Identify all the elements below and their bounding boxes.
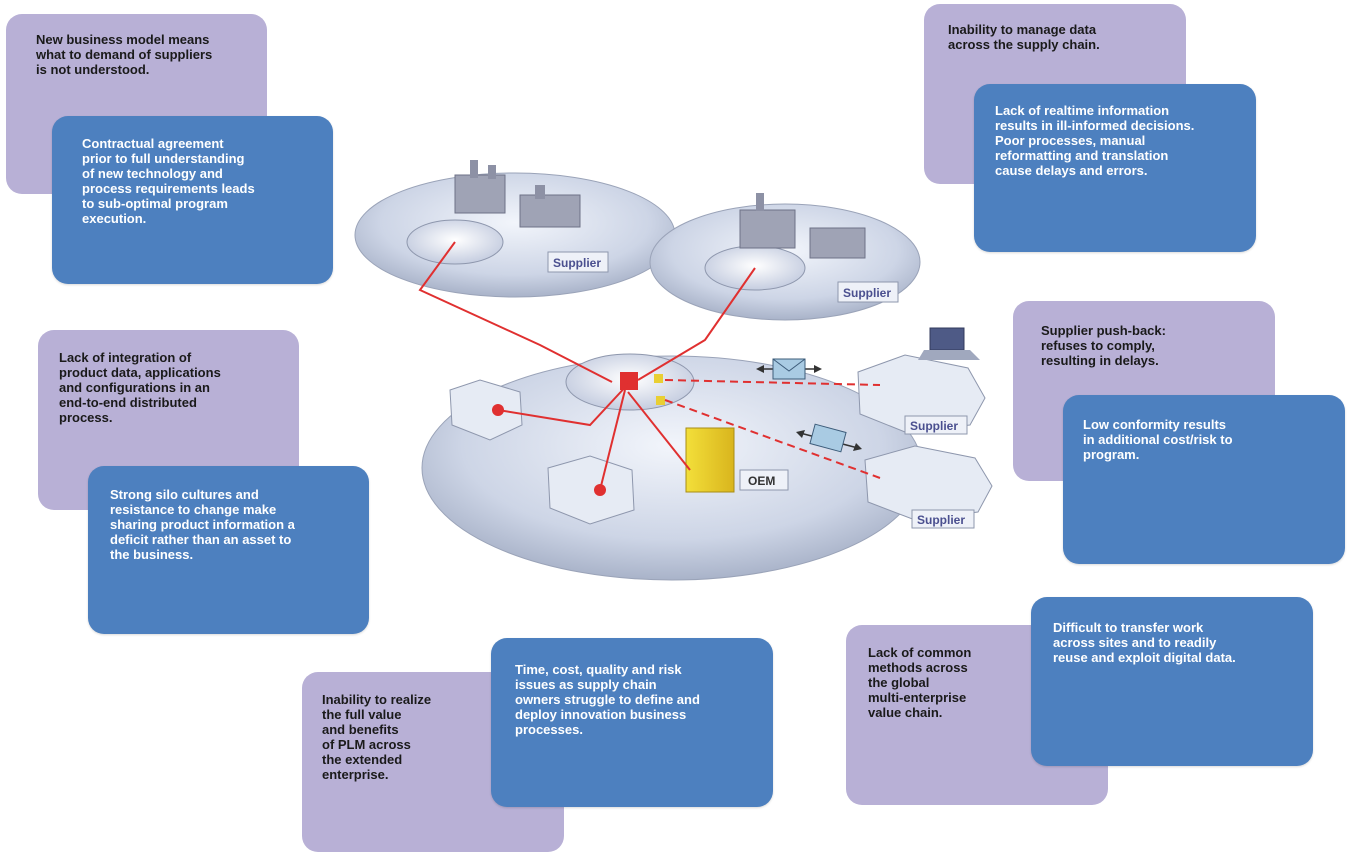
supplier-node-right-bottom: Supplier	[864, 445, 993, 529]
supplier-label-4: Supplier	[917, 513, 965, 527]
oem-platform: OEM	[421, 353, 923, 581]
supplier-platform-top-left: Supplier	[354, 160, 676, 298]
oem-label: OEM	[748, 474, 775, 488]
connection-lines	[418, 241, 881, 491]
supplier-label-1: Supplier	[553, 256, 601, 270]
issue-box-silo-cultures: Strong silo cultures and resistance to c…	[88, 466, 369, 634]
issue-box-low-conformity: Low conformity results in additional cos…	[1063, 395, 1345, 564]
envelope-icon-1	[756, 358, 822, 380]
issue-box-time-cost-quality: Time, cost, quality and risk issues as s…	[491, 638, 773, 807]
supplier-platform-top-right: Supplier	[649, 193, 921, 321]
issue-box-realtime-information: Lack of realtime information results in …	[974, 84, 1256, 252]
envelope-icon-2	[796, 423, 862, 453]
supplier-label-3: Supplier	[910, 419, 958, 433]
supplier-node-right-top: Supplier	[857, 327, 986, 435]
supplier-label-2: Supplier	[843, 286, 891, 300]
issue-box-contractual-agreement: Contractual agreement prior to full unde…	[52, 116, 333, 284]
issue-box-transfer-work: Difficult to transfer work across sites …	[1031, 597, 1313, 766]
